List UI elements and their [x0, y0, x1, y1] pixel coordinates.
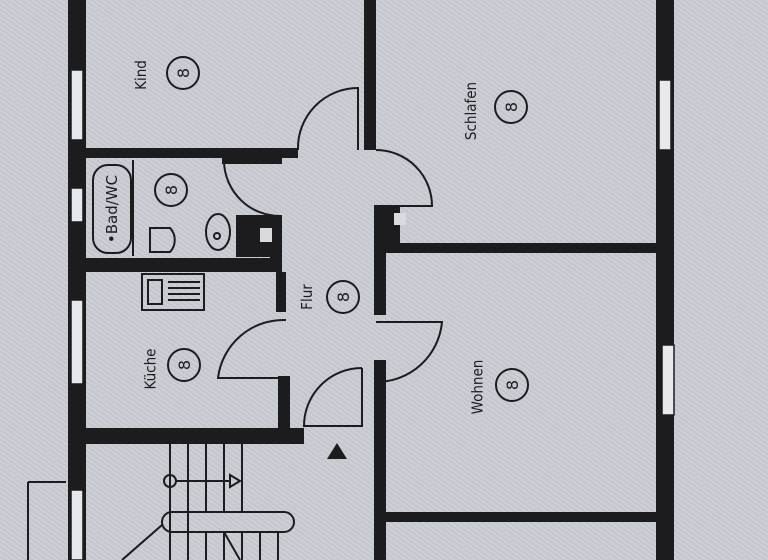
room-label-kueche: Küche	[141, 348, 160, 390]
room-label-wohnen: Wohnen	[468, 359, 487, 415]
door-entrance	[302, 367, 363, 427]
room-number-bad-wc: 8	[154, 173, 188, 207]
room-number-schlafen: 8	[494, 90, 528, 124]
door-kueche	[216, 318, 287, 379]
room-label-bad-wc: •Bad/WC	[92, 164, 132, 254]
staircase	[27, 444, 295, 560]
door-kind	[296, 86, 359, 151]
room-number-kind: 8	[166, 56, 200, 90]
room-label-schlafen: Schlafen	[462, 81, 481, 141]
room-label-kind: Kind	[131, 60, 150, 90]
window-bad	[70, 187, 84, 223]
window-wohnen	[661, 344, 675, 416]
window-kueche	[70, 299, 84, 385]
door-bad	[223, 161, 281, 217]
door-wohnen	[375, 321, 444, 384]
door-schlafen	[375, 149, 434, 207]
window-kind	[70, 69, 84, 141]
room-label-flur: Flur	[297, 284, 316, 310]
room-number-kueche: 8	[167, 348, 201, 382]
room-number-flur: 8	[326, 280, 360, 314]
washbasin	[205, 213, 231, 251]
kitchen-stove	[141, 273, 205, 311]
entrance-triangle-icon	[327, 443, 347, 459]
room-number-wohnen: 8	[495, 368, 529, 402]
toilet	[149, 227, 176, 253]
window-schlafen	[658, 79, 672, 151]
window-stairs	[70, 489, 84, 560]
room-label-bad-wc-text: •Bad/WC	[103, 174, 121, 244]
